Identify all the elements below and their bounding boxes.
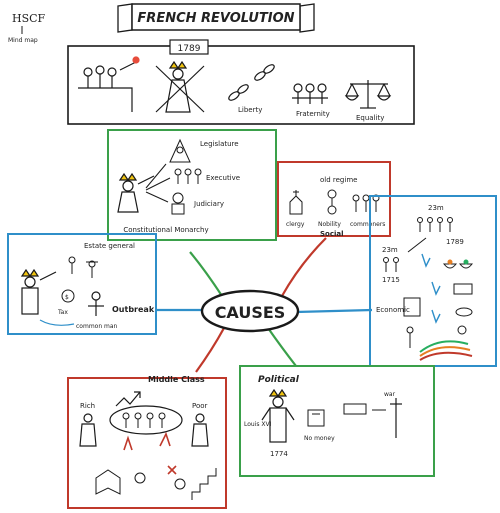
rich-man-icon xyxy=(79,413,97,447)
executive-label: Executive xyxy=(206,174,240,182)
legislature-icon xyxy=(169,138,191,163)
constitutional-monarchy-caption: Constitutional Monarchy xyxy=(123,226,208,234)
money-note-icon xyxy=(343,403,367,415)
war-label: war xyxy=(384,391,396,398)
judiciary-label: Judiciary xyxy=(193,200,224,208)
executive-icon xyxy=(174,168,202,184)
liberty-label: Liberty xyxy=(238,106,262,114)
old-regime-title: old regime xyxy=(320,176,357,184)
fraternity-label: Fraternity xyxy=(296,110,330,118)
middle-class-title: Middle Class xyxy=(148,375,205,384)
equality-label: Equality xyxy=(356,114,384,122)
year-1789-label: 1789 xyxy=(178,44,201,54)
king-figure-icon xyxy=(117,172,155,213)
large-population-icon xyxy=(417,217,453,232)
common-man-label: common man xyxy=(76,323,118,330)
nobility-medal-icon xyxy=(327,189,337,215)
pointing-king-icon xyxy=(20,268,57,315)
red-cross-icon xyxy=(167,465,177,475)
rich-label: Rich xyxy=(80,402,95,410)
food-bowls-icon xyxy=(442,259,474,269)
government-arrows xyxy=(145,163,171,203)
page-title: FRENCH REVOLUTION xyxy=(137,11,294,26)
clergy-label: clergy xyxy=(286,221,305,228)
svg-text:$: $ xyxy=(65,294,69,301)
no-money-label: No money xyxy=(304,435,335,442)
commoners-label: commoners xyxy=(350,221,385,228)
population-1715-value: 23m xyxy=(382,246,398,254)
storming-crowd-icon xyxy=(78,56,140,112)
bread-icon xyxy=(455,307,473,317)
outbreak-caption: Outbreak xyxy=(112,305,155,314)
sword-icon xyxy=(390,398,402,438)
crossed-king-icon xyxy=(155,60,205,113)
outbreak-box: Estate general $ Tax common man Outbreak xyxy=(7,233,157,335)
money-notes-icon xyxy=(403,283,473,317)
money-bag-small-icon xyxy=(134,472,186,490)
louis-king-icon xyxy=(261,388,295,443)
economic-caption: Economic xyxy=(376,306,410,314)
farmer-icon xyxy=(406,326,414,348)
estate-general-label: Estate general xyxy=(84,242,135,250)
title-banner: FRENCH REVOLUTION xyxy=(117,3,315,33)
legislature-label: Legislature xyxy=(200,140,239,148)
broken-chain-icon xyxy=(228,64,275,101)
small-population-icon xyxy=(383,257,399,272)
failed-harvest-icon xyxy=(419,325,473,361)
fraternity-icon xyxy=(292,83,328,104)
social-caption: Social xyxy=(320,230,344,238)
poor-label: Poor xyxy=(192,402,208,410)
year-1715-label: 1715 xyxy=(382,276,400,284)
books-icon xyxy=(95,469,121,495)
economy-arrows xyxy=(421,253,441,324)
header-tag-top: HSCF xyxy=(12,12,46,25)
estate-general-icon xyxy=(68,256,98,278)
stairs-icon xyxy=(191,468,217,500)
year-1774-label: 1774 xyxy=(270,450,288,458)
empty-safe-icon xyxy=(307,409,325,427)
common-man-icon xyxy=(88,291,104,316)
population-1789-value: 23m xyxy=(428,204,444,212)
header-tag: HSCF Mind map xyxy=(8,12,46,44)
rising-arrow-icon xyxy=(115,391,141,407)
year-1789-economic: 1789 xyxy=(446,238,464,246)
judiciary-icon xyxy=(171,192,185,215)
constitutional-monarchy-box: Legislature Executive Judiciary Constitu… xyxy=(107,129,277,241)
louis-label: Louis XVI xyxy=(244,421,272,428)
money-bag-icon: $ xyxy=(61,289,75,303)
poor-man-icon xyxy=(191,413,209,447)
revolution-1789-box: 1789 Liberty xyxy=(67,39,415,125)
economic-box: 23m 1789 23m 1715 xyxy=(369,195,497,367)
red-up-arrows xyxy=(123,431,171,451)
middle-class-people-icon xyxy=(122,412,166,428)
causes-label: CAUSES xyxy=(215,303,286,322)
old-regime-box: old regime clergy Nobility commoners Soc… xyxy=(277,161,391,238)
church-icon xyxy=(289,190,303,215)
equality-scale-icon xyxy=(344,80,392,109)
connectors xyxy=(156,237,373,373)
political-title: Political xyxy=(258,375,300,385)
political-box: Political Louis XVI 1774 No money war xyxy=(239,365,435,477)
middle-class-box: Middle Class Rich Poor xyxy=(67,375,227,509)
commoners-icon xyxy=(352,194,380,212)
header-tag-bottom: Mind map xyxy=(8,37,38,44)
nobility-label: Nobility xyxy=(318,221,341,228)
tax-label: Tax xyxy=(57,309,68,316)
causes-node: CAUSES xyxy=(200,289,300,333)
